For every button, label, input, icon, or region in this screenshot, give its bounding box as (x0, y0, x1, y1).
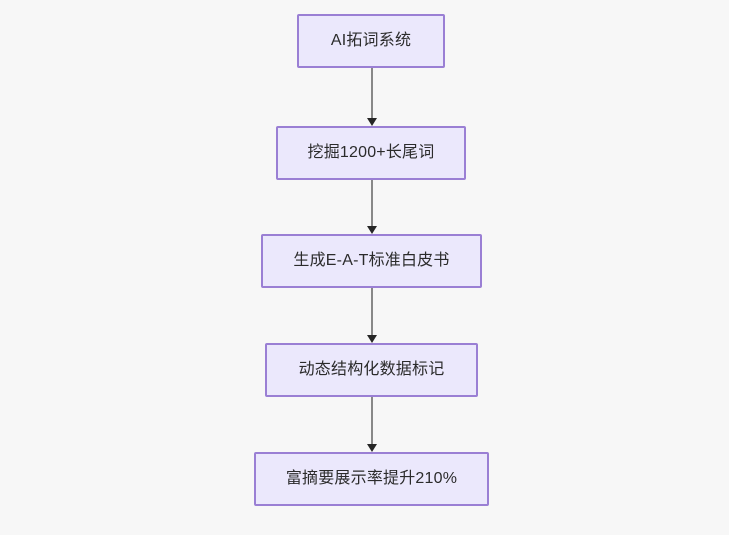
edge-line (371, 180, 373, 227)
arrow-down-icon (367, 118, 377, 126)
arrow-down-icon (367, 226, 377, 234)
flowchart-node-mine-longtail-keywords[interactable]: 挖掘1200+长尾词 (276, 126, 466, 180)
flowchart-node-dynamic-structured-data-markup[interactable]: 动态结构化数据标记 (265, 343, 478, 397)
arrow-down-icon (367, 444, 377, 452)
flowchart-node-ai-keyword-system[interactable]: AI拓词系统 (297, 14, 445, 68)
flowchart-node-label: 动态结构化数据标记 (298, 361, 445, 379)
flowchart-node-label: AI拓词系统 (330, 32, 412, 50)
flowchart-node-label: 挖掘1200+长尾词 (307, 144, 435, 162)
edge-line (371, 68, 373, 119)
flowchart-node-rich-snippet-impression-lift[interactable]: 富摘要展示率提升210% (254, 452, 489, 506)
arrow-down-icon (367, 335, 377, 343)
flowchart-edge-n2-n3 (367, 180, 377, 234)
edge-line (371, 397, 373, 445)
edge-line (371, 288, 373, 336)
flowchart-edge-n3-n4 (367, 288, 377, 343)
flowchart-node-label: 生成E-A-T标准白皮书 (293, 252, 450, 270)
flowchart-edge-n4-n5 (367, 397, 377, 452)
flowchart-node-generate-eat-whitepaper[interactable]: 生成E-A-T标准白皮书 (261, 234, 482, 288)
flowchart-node-label: 富摘要展示率提升210% (285, 470, 458, 488)
flowchart-edge-n1-n2 (367, 68, 377, 126)
